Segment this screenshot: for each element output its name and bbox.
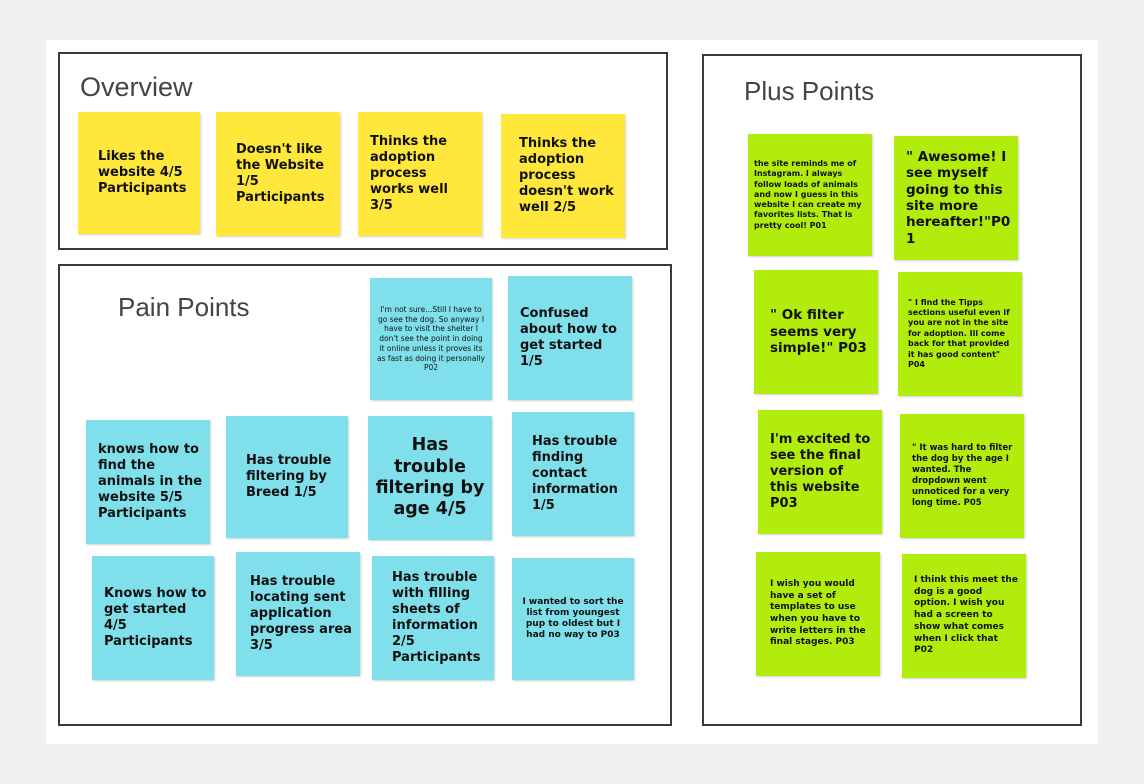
note-text: Thinks the adoption process doesn't work… (519, 136, 614, 215)
note-text: I'm excited to see the final version of … (770, 432, 871, 511)
sticky-note[interactable]: " Awesome! I see myself going to this si… (894, 136, 1018, 260)
sticky-note[interactable]: Has trouble filtering by age 4/5 (368, 416, 492, 540)
note-text: I wish you would have a set of templates… (770, 578, 866, 648)
note-text: I think this meet the dog is a good opti… (914, 575, 1018, 656)
sticky-note[interactable]: Has trouble filtering by Breed 1/5 (226, 416, 348, 538)
note-text: Has trouble filtering by age 4/5 (375, 435, 485, 520)
sticky-note[interactable]: Likes the website 4/5 Participants (78, 112, 200, 234)
sticky-note[interactable]: I'm excited to see the final version of … (758, 410, 882, 534)
note-text: " It was hard to filter the dog by the a… (912, 442, 1013, 509)
note-text: " Ok filter seems very simple!" P03 (770, 307, 867, 357)
sticky-note[interactable]: " Ok filter seems very simple!" P03 (754, 270, 878, 394)
note-text: Has trouble with filling sheets of infor… (392, 570, 481, 665)
note-text: Has trouble locating sent application pr… (250, 574, 352, 653)
sticky-note[interactable]: Thinks the adoption process works well 3… (358, 112, 482, 236)
note-text: Doesn't like the Website 1/5 Participant… (236, 142, 325, 205)
sticky-note[interactable]: Thinks the adoption process doesn't work… (501, 114, 625, 238)
note-text: Thinks the adoption process works well 3… (370, 134, 448, 213)
note-text: Likes the website 4/5 Participants (98, 149, 187, 196)
note-text: " Awesome! I see myself going to this si… (906, 148, 1011, 247)
sticky-note[interactable]: I wish you would have a set of templates… (756, 552, 880, 676)
board-canvas: Overview Likes the website 4/5 Participa… (46, 40, 1098, 744)
sticky-note[interactable]: knows how to find the animals in the web… (86, 420, 210, 544)
note-text: Has trouble filtering by Breed 1/5 (246, 453, 332, 500)
plus-points-title: Plus Points (744, 76, 875, 106)
sticky-note[interactable]: I wanted to sort the list from youngest … (512, 558, 634, 680)
sticky-note[interactable]: I'm not sure...Still I have to go see th… (370, 278, 492, 400)
note-text: Knows how to get started 4/5 Participant… (104, 586, 207, 649)
note-text: I'm not sure...Still I have to go see th… (377, 304, 485, 373)
sticky-note[interactable]: Knows how to get started 4/5 Participant… (92, 556, 214, 680)
sticky-note[interactable]: Has trouble finding contact information … (512, 412, 634, 536)
sticky-note[interactable]: " It was hard to filter the dog by the a… (900, 414, 1024, 538)
sticky-note[interactable]: Confused about how to get started 1/5 (508, 276, 632, 400)
sticky-note[interactable]: Has trouble locating sent application pr… (236, 552, 360, 676)
sticky-note[interactable]: Doesn't like the Website 1/5 Participant… (216, 112, 340, 236)
note-text: I wanted to sort the list from youngest … (522, 597, 624, 640)
sticky-note[interactable]: " I find the Tipps sections useful even … (898, 272, 1022, 396)
sticky-note[interactable]: I think this meet the dog is a good opti… (902, 554, 1026, 678)
overview-title: Overview (80, 72, 193, 102)
sticky-note[interactable]: the site reminds me of Instagram. I alwa… (748, 134, 872, 256)
note-text: Confused about how to get started 1/5 (520, 306, 617, 369)
note-text: " I find the Tipps sections useful even … (908, 297, 1010, 369)
note-text: knows how to find the animals in the web… (98, 442, 203, 521)
note-text: Has trouble finding contact information … (532, 434, 618, 513)
note-text: the site reminds me of Instagram. I alwa… (754, 159, 862, 230)
sticky-note[interactable]: Has trouble with filling sheets of infor… (372, 556, 494, 680)
pain-points-title: Pain Points (118, 292, 250, 322)
